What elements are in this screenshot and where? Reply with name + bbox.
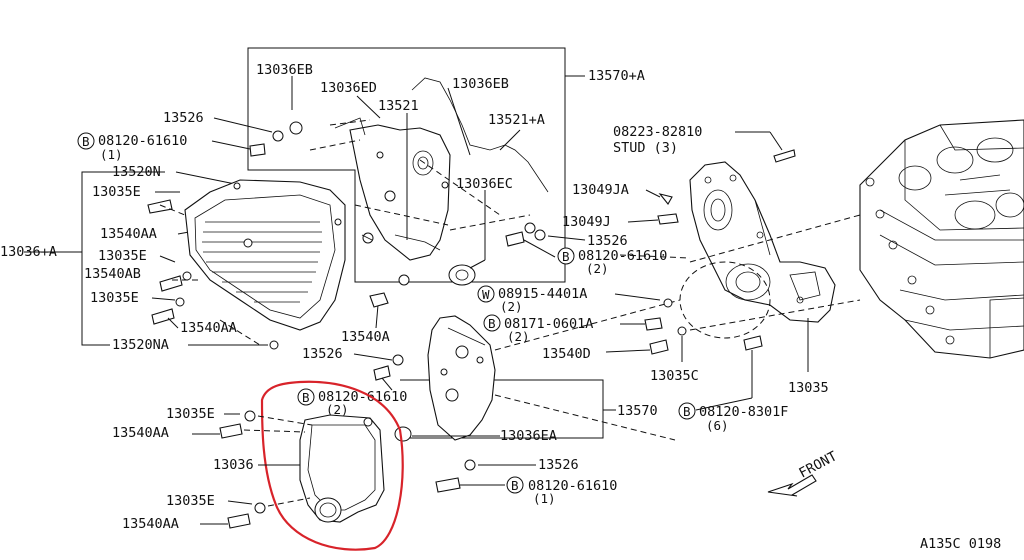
part-label: 13035E	[166, 406, 215, 422]
part-label: 13570+A	[588, 68, 645, 84]
diagram-code: A135C 0198	[920, 536, 1001, 552]
part-label: 13540D	[542, 346, 591, 362]
part-label: 13036EA	[500, 428, 557, 444]
svg-text:B: B	[511, 478, 519, 493]
part-label: 13035E	[166, 493, 215, 509]
part-number: 08120-61610	[578, 248, 667, 264]
part-label: 13049JA	[572, 182, 629, 198]
part-label: 13035C	[650, 368, 699, 384]
part-number: 08171-0601A	[504, 316, 593, 332]
part-number: 08120-8301F	[699, 404, 788, 420]
part-number: 08120-61610	[98, 133, 187, 149]
quantity: (2)	[500, 299, 523, 314]
svg-text:W: W	[482, 287, 490, 302]
quantity: (2)	[586, 261, 609, 276]
b-marker-icon: B	[678, 402, 696, 420]
part-label: 13036EB	[256, 62, 313, 78]
part-label: 13035	[788, 380, 829, 396]
front-cover-illustration	[184, 179, 346, 331]
b-marker-icon: B	[77, 132, 95, 150]
part-label: 13540AA	[180, 320, 237, 336]
part-label: 13526	[587, 233, 628, 249]
part-label: 13520NA	[112, 337, 169, 353]
b-marker-icon: B	[483, 314, 501, 332]
red-highlight-circle	[260, 380, 404, 551]
svg-text:B: B	[488, 316, 496, 331]
b-marker-icon: B	[506, 476, 524, 494]
w-marker-icon: W	[477, 285, 495, 303]
b-marker-icon: B	[557, 247, 575, 265]
quantity: (2)	[507, 329, 530, 344]
part-label: 13036	[213, 457, 254, 473]
part-label: 13526	[302, 346, 343, 362]
svg-text:B: B	[82, 134, 90, 149]
part-label: 13049J	[562, 214, 611, 230]
part-number: 08120-61610	[318, 389, 407, 405]
part-label: 13035E	[98, 248, 147, 264]
lower-timing-cover-illustration	[299, 414, 385, 523]
quantity: (1)	[100, 147, 123, 162]
part-label: 13036EB	[452, 76, 509, 92]
part-number: 08915-4401A	[498, 286, 587, 302]
engine-block-illustration	[859, 119, 1024, 359]
svg-text:B: B	[302, 390, 310, 405]
part-label: 13036+A	[0, 244, 57, 260]
front-arrow-icon	[767, 474, 817, 497]
part-label: 13521+A	[488, 112, 545, 128]
part-label: 13521	[378, 98, 419, 114]
front-label: FRONT	[796, 448, 839, 481]
part-label: 13540AB	[84, 266, 141, 282]
b-marker-icon: B	[297, 388, 315, 406]
part-label: 13540AA	[112, 425, 169, 441]
part-label: STUD (3)	[613, 140, 678, 156]
quantity: (1)	[533, 491, 556, 506]
rear-timing-plate-illustration	[427, 315, 496, 441]
part-label: 13526	[538, 457, 579, 473]
quantity: (6)	[706, 418, 729, 433]
part-label: 13540AA	[100, 226, 157, 242]
part-label: 13035E	[90, 290, 139, 306]
svg-text:B: B	[683, 404, 691, 419]
part-label: 13540A	[341, 329, 390, 345]
svg-text:B: B	[562, 249, 570, 264]
quantity: (2)	[326, 402, 349, 417]
part-label: 13036EC	[456, 176, 513, 192]
part-label: 13570	[617, 403, 658, 419]
part-label: 13540AA	[122, 516, 179, 532]
part-label: 13520N	[112, 164, 161, 180]
part-number: 08223-82810	[613, 124, 702, 140]
part-label: 13036ED	[320, 80, 377, 96]
part-label: 13035E	[92, 184, 141, 200]
part-number: 08120-61610	[528, 478, 617, 494]
upper-timing-cover-illustration	[349, 124, 451, 261]
part-label: 13526	[163, 110, 204, 126]
